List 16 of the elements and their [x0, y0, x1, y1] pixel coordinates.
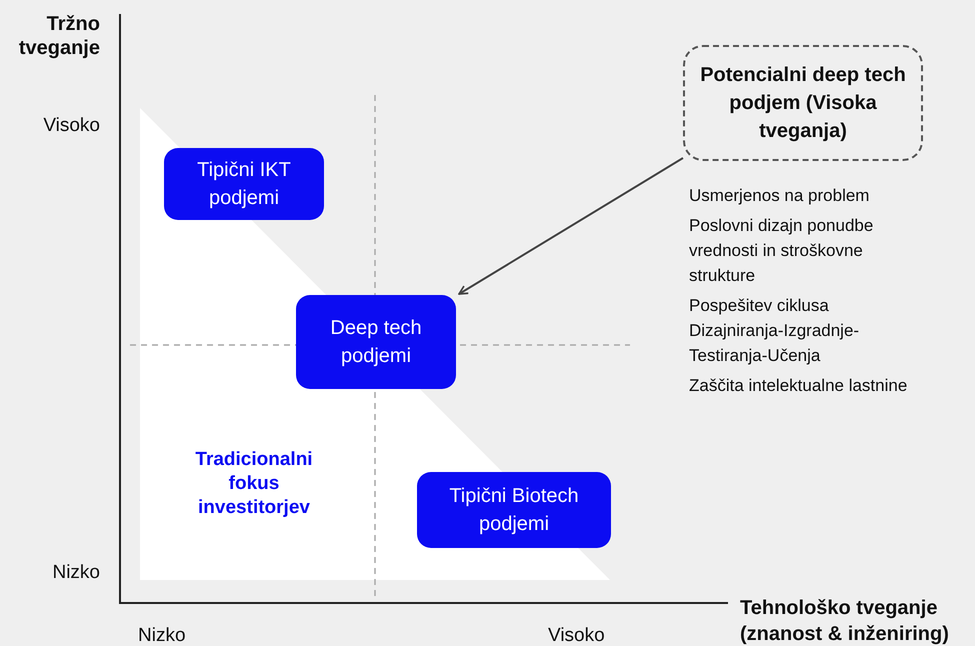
process-box: Tipični Biotech podjemi: [417, 472, 611, 548]
note-text: Pospešitev ciklusa Dizajniranja-Izgradnje-Testiranja-Učenja: [689, 295, 860, 367]
arrow: [458, 157, 684, 295]
process-box: Tipični IKT podjemi: [164, 148, 324, 220]
note-text: Usmerjenos na problem: [689, 185, 870, 207]
note-text: Zaščita intelektualne lastnine: [689, 375, 908, 397]
axis-tick-label: Nizko: [138, 624, 187, 646]
process-box: Deep tech podjemi: [296, 295, 456, 389]
axis-title: Tržno tveganje: [18, 12, 100, 60]
axis-tick-label: Visoko: [548, 624, 606, 646]
axis-tick-label: Visoko: [42, 114, 100, 138]
axis-title: Tehnološko tveganje (znanost & inženiring): [740, 596, 950, 646]
note-text: Poslovni dizajn ponudbe vrednosti in stroškovne strukture: [689, 215, 874, 287]
region-label: Tradicionalni fokus investitorjev: [194, 448, 314, 520]
dashed-box: Potencialni deep tech podjem (Visoka tveganja): [683, 45, 923, 161]
axis-tick-label: Nizko: [51, 561, 100, 585]
